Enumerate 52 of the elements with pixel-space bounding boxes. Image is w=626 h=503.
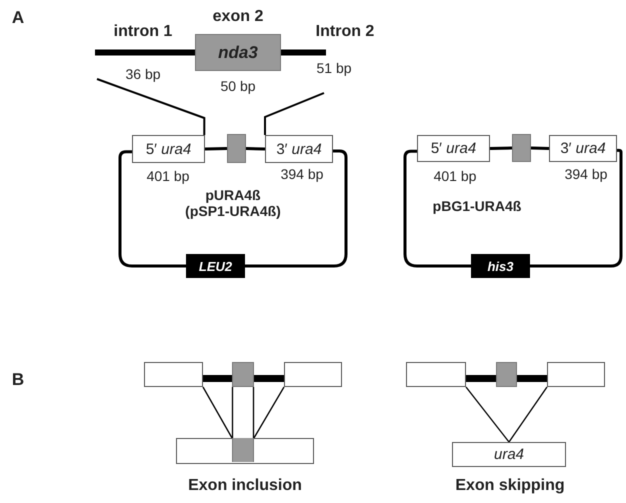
length-label: 51 bp: [316, 60, 352, 76]
gene-segment-box: 5′ ura4: [132, 135, 205, 163]
splice-line: [465, 386, 510, 442]
intron-label: intron 1: [114, 23, 172, 42]
plasmid-line: [530, 146, 550, 150]
backbone-line: [254, 375, 284, 382]
mrna-box: ura4: [452, 442, 566, 467]
length-label: 394 bp: [280, 166, 324, 182]
plasmid-line: [246, 147, 266, 150]
gene-segment-box: [547, 362, 605, 387]
plasmid-name: pBG1-URA4ß: [432, 198, 522, 214]
panel-letter: B: [12, 370, 24, 390]
exon-box: [512, 134, 531, 162]
exon-box: nda3: [195, 34, 281, 71]
exon-box: [227, 134, 246, 163]
plasmid-line: [204, 147, 228, 150]
length-label: 36 bp: [125, 66, 161, 82]
plasmid-name: pURA4ß (pSP1-URA4ß): [184, 187, 282, 220]
length-label: 394 bp: [564, 166, 608, 182]
backbone-line: [466, 375, 496, 382]
caption-text: Exon skipping: [455, 477, 565, 496]
length-label: 401 bp: [146, 168, 190, 184]
exon-box: [496, 362, 517, 387]
length-label: 401 bp: [434, 168, 476, 184]
gene-segment-box: [406, 362, 466, 387]
splice-line: [202, 386, 233, 438]
intron-label: Intron 2: [316, 23, 374, 42]
zoom-line: [264, 92, 324, 135]
plasmid-line: [245, 149, 348, 268]
length-label: 50 bp: [220, 78, 256, 94]
panel-letter: A: [12, 8, 24, 28]
splice-line: [508, 386, 548, 442]
exon-box: [232, 438, 254, 462]
gene-segment-box: 3′ ura4: [549, 135, 617, 162]
plasmid-line: [490, 146, 512, 150]
splice-line: [232, 386, 254, 439]
splice-line: [253, 386, 285, 438]
marker-gene-box: LEU2: [186, 254, 245, 278]
gene-segment-box: 5′ ura4: [417, 135, 490, 162]
backbone-line: [517, 375, 547, 382]
plasmid-line: [118, 150, 186, 268]
zoom-line: [96, 78, 206, 135]
gene-segment-box: [144, 362, 203, 387]
gene-segment-box: [176, 438, 314, 464]
gene-segment-box: [284, 362, 342, 387]
exon-box: [232, 362, 254, 387]
backbone-line: [203, 375, 232, 382]
caption-text: Exon inclusion: [188, 477, 302, 496]
plasmid-line: [404, 150, 471, 268]
exon-label: exon 2: [212, 8, 264, 26]
marker-gene-box: his3: [471, 254, 530, 278]
gene-segment-box: 3′ ura4: [265, 135, 333, 163]
